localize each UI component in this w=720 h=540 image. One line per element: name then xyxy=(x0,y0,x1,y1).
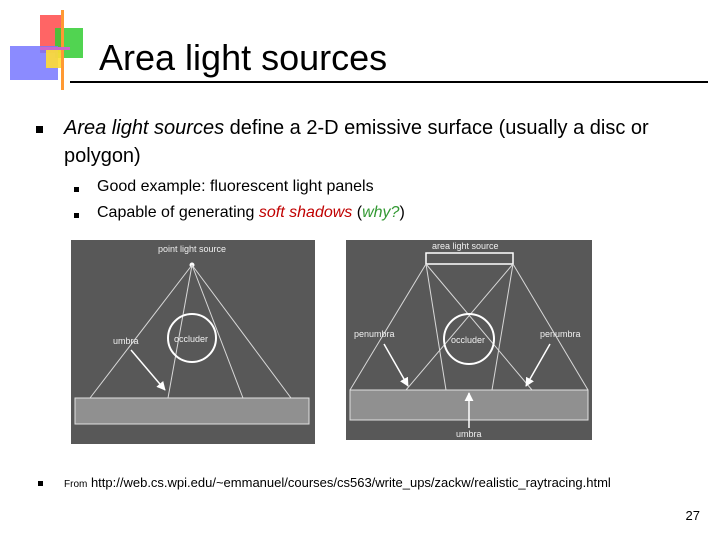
sub-bullet-marker xyxy=(74,213,79,218)
page-number: 27 xyxy=(685,508,700,523)
sub-bullet-2: Capable of generating soft shadows (why?… xyxy=(97,202,405,224)
light-ray xyxy=(491,263,514,391)
penumbra-left-arrow xyxy=(383,343,409,387)
umbra-arrow xyxy=(130,349,166,391)
light-ray xyxy=(349,263,427,391)
main-bullet-lead: Area light sources xyxy=(64,117,225,139)
point-light-label: point light source xyxy=(158,244,226,254)
slide-logo-icon xyxy=(10,10,83,90)
light-ray xyxy=(425,263,447,391)
light-ray xyxy=(191,264,292,399)
main-bullet-rest: define a 2-D emissive surface (usually a… xyxy=(64,117,649,167)
penumbra-right-label: penumbra xyxy=(540,329,581,339)
occluder-circle xyxy=(167,313,217,363)
occluder-circle xyxy=(443,313,495,365)
main-bullet-text: Area light sources define a 2-D emissive… xyxy=(64,114,714,170)
source-text: From http://web.cs.wpi.edu/~emmanuel/cou… xyxy=(64,474,611,494)
source-bullet-marker xyxy=(38,481,43,486)
light-ray xyxy=(405,263,514,391)
penumbra-left-label: penumbra xyxy=(354,329,395,339)
light-ray xyxy=(425,263,533,391)
soft-shadows-text: soft shadows xyxy=(258,204,353,221)
point-light-figure: point light source occluder umbra xyxy=(71,240,315,444)
sub-bullet-2-before: Capable of generating xyxy=(97,204,259,221)
umbra-label: umbra xyxy=(456,429,482,439)
light-ray xyxy=(89,264,193,399)
slide-title: Area light sources xyxy=(99,37,388,78)
sub-bullet-1: Good example: fluorescent light panels xyxy=(97,178,374,195)
bullet-marker xyxy=(36,126,43,133)
why-text: why? xyxy=(362,204,400,221)
area-light-panel xyxy=(425,252,514,265)
penumbra-right-arrow xyxy=(525,343,551,387)
source-url: http://web.cs.wpi.edu/~emmanuel/courses/… xyxy=(87,475,611,490)
sub-bullet-2-after: ) xyxy=(399,204,405,221)
title-rule xyxy=(70,81,708,83)
source-prefix: From xyxy=(64,479,88,490)
sub-bullet-2-middle: ( xyxy=(352,204,363,221)
occluder-label: occluder xyxy=(451,335,485,345)
umbra-label: umbra xyxy=(113,336,139,346)
sub-bullet-marker xyxy=(74,187,79,192)
light-ray xyxy=(191,264,244,399)
occluder-label: occluder xyxy=(174,334,208,344)
area-light-figure: area light source occluder penumbra penu… xyxy=(346,240,592,440)
light-ray xyxy=(512,263,589,391)
shadow-surface xyxy=(74,397,310,425)
light-ray xyxy=(167,264,193,399)
area-light-label: area light source xyxy=(432,241,499,251)
